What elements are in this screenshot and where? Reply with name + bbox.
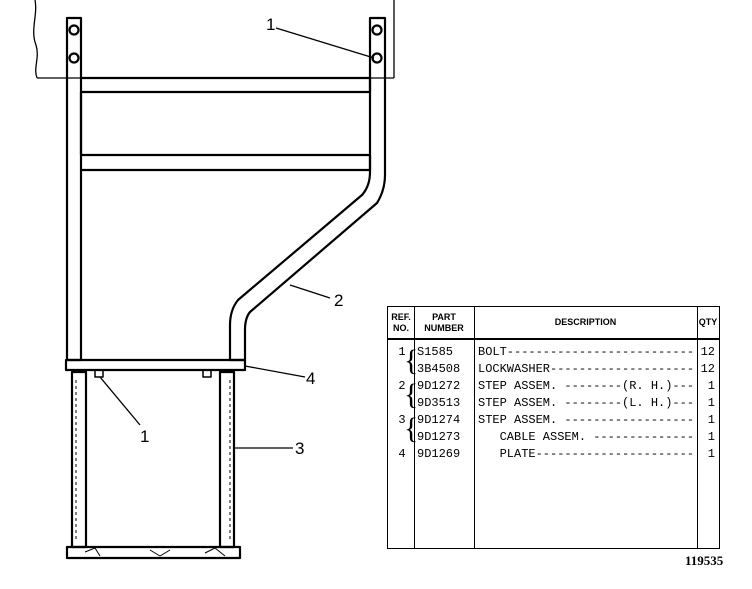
header-ref: REF. NO. (388, 307, 414, 340)
bottom-plate (64, 358, 247, 372)
cell-qty: 1 (707, 430, 715, 444)
crossbar-upper (81, 76, 372, 94)
table-row: 3B4508 LOCKWASHER----------------------- 1… (388, 362, 719, 379)
table-row: 9D1273 CABLE ASSEM. ------------------ 1 (388, 430, 719, 447)
cell-part: 3B4508 (417, 362, 461, 376)
bolt-hole (68, 24, 80, 36)
bolt-hole (371, 24, 383, 36)
callout-lower-assembly: 3 (295, 439, 304, 458)
bolt-head (94, 369, 104, 378)
cell-qty: 12 (700, 362, 715, 376)
cell-description: PLATE--------------------------- (499, 447, 694, 461)
lower-step-right-rail (218, 370, 236, 549)
bolt-hole (68, 52, 80, 64)
cell-qty: 1 (707, 396, 715, 410)
parts-table: REF. NO. PART NUMBER DESCRIPTION QTY 1 S1… (387, 306, 720, 549)
cell-description: STEP ASSEM. --------(L. H.)-------- (478, 396, 694, 410)
lower-step-tread (65, 545, 242, 560)
cell-qty: 1 (707, 413, 715, 427)
leader-bolt-lower (99, 376, 141, 426)
tread-detail (84, 547, 226, 557)
leader-plate (244, 365, 306, 378)
step-frame-outer (65, 16, 83, 362)
cell-part: 9D1269 (417, 447, 461, 461)
cell-qty: 12 (700, 345, 715, 359)
cell-qty: 1 (707, 379, 715, 393)
table-row: 4 9D1269 PLATE---------------------------… (388, 447, 719, 464)
group-brace: { (404, 378, 419, 411)
cell-description: STEP ASSEM. --------(R. H.)-------- (478, 379, 694, 393)
callout-bolt-top: 1 (266, 15, 275, 34)
cell-description: CABLE ASSEM. ------------------ (499, 430, 694, 444)
group-brace: { (404, 412, 419, 445)
cell-part: 9D3513 (417, 396, 461, 410)
callout-step-frame: 2 (334, 291, 343, 310)
cell-part: 9D1274 (417, 413, 461, 427)
cell-part: 9D1273 (417, 430, 461, 444)
group-brace: { (404, 344, 419, 377)
leader-bolt-top (275, 27, 375, 59)
header-description: DESCRIPTION (474, 307, 697, 340)
callout-bolt-lower: 1 (140, 427, 149, 446)
crossbar-middle (81, 153, 372, 172)
callout-plate: 4 (306, 369, 315, 388)
lower-step-left-rail (70, 370, 88, 549)
cell-ref: 2 (398, 379, 406, 393)
header-qty: QTY (697, 307, 719, 340)
cell-ref: 3 (398, 413, 406, 427)
table-row: 3 9D1274 STEP ASSEM. ---------------------… (388, 413, 719, 430)
bracket-break-left (33, 0, 38, 79)
cell-ref: 4 (398, 447, 406, 461)
table-row: 9D3513 STEP ASSEM. --------(L. H.)-------… (388, 396, 719, 413)
header-part-number: PART NUMBER (414, 307, 474, 340)
leader-step-frame (289, 284, 331, 299)
cell-qty: 1 (707, 447, 715, 461)
cell-ref: 1 (398, 345, 406, 359)
bolt-head (202, 369, 212, 378)
cell-part: S1585 (417, 345, 454, 359)
cell-description: LOCKWASHER----------------------- (478, 362, 694, 376)
step-frame-right-upright (228, 16, 387, 362)
figure-number: 119535 (685, 553, 724, 568)
table-row: 2 9D1272 STEP ASSEM. --------(R. H.)------… (388, 379, 719, 396)
cell-part: 9D1272 (417, 379, 461, 393)
cell-description: STEP ASSEM. ------------------------ (478, 413, 694, 427)
cell-description: BOLT------------------------------ (478, 345, 694, 359)
table-row: 1 S1585 BOLT------------------------------… (388, 345, 719, 362)
